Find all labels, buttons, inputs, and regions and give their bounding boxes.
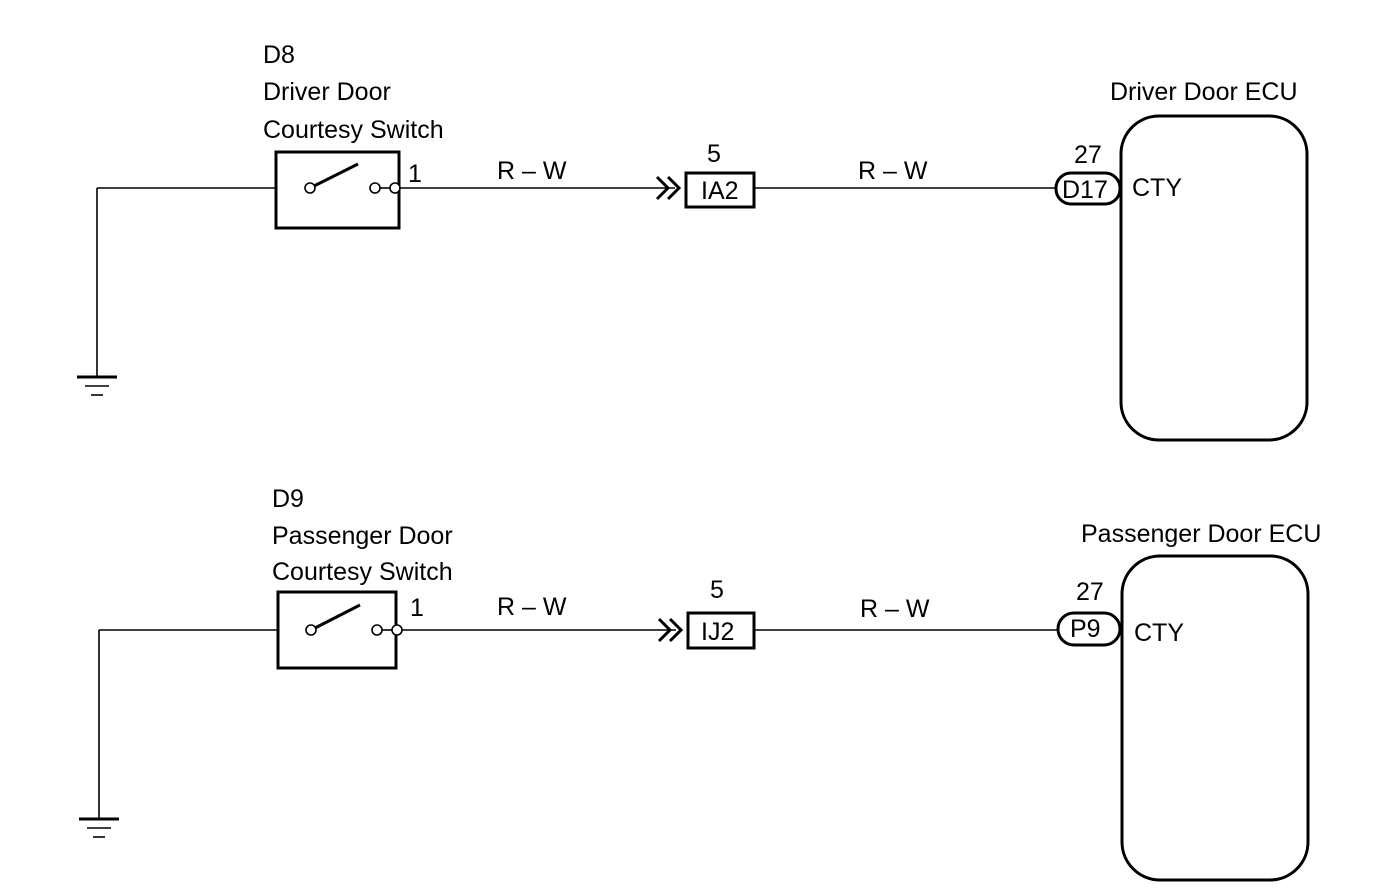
- circuit-passenger-door: D9 Passenger Door Courtesy Switch 1 R – …: [79, 485, 1321, 882]
- switch-code: D8: [263, 41, 295, 69]
- junction-pin-number: 5: [707, 140, 721, 168]
- ecu-name: Passenger Door ECU: [1081, 520, 1321, 548]
- wire-color-label: R – W: [860, 595, 930, 623]
- ecu-connector-label: D17: [1062, 176, 1108, 204]
- ecu-connector-symbol: [1054, 171, 1122, 206]
- courtesy-switch-symbol: [274, 150, 401, 230]
- ecu-name: Driver Door ECU: [1110, 78, 1298, 106]
- switch-name-line1: Passenger Door: [272, 522, 453, 550]
- ground-symbol: [79, 630, 119, 838]
- wire-color-label: R – W: [858, 157, 928, 185]
- wire-color-label: R – W: [497, 157, 567, 185]
- junction-pin-number: 5: [710, 576, 724, 604]
- ecu-terminal-label: CTY: [1134, 619, 1184, 647]
- ecu-box: [1119, 114, 1309, 442]
- wire-color-label: R – W: [497, 593, 567, 621]
- ecu-box: [1120, 554, 1310, 882]
- circuit-driver-door: D8 Driver Door Courtesy Switch 1 R – W: [77, 41, 1309, 442]
- junction-connector-symbol: [655, 171, 756, 209]
- junction-connector-symbol: [657, 611, 756, 650]
- ecu-terminal-label: CTY: [1132, 174, 1182, 202]
- switch-name-line1: Driver Door: [263, 78, 391, 106]
- ecu-pin-number: 27: [1074, 141, 1102, 169]
- switch-name-line2: Courtesy Switch: [272, 558, 453, 586]
- switch-pin-number: 1: [410, 594, 424, 622]
- ecu-pin-number: 27: [1076, 578, 1104, 606]
- courtesy-switch-symbol: [276, 590, 403, 670]
- ecu-connector-symbol: [1056, 611, 1122, 647]
- junction-label: IJ2: [701, 618, 734, 646]
- junction-label: IA2: [701, 177, 739, 205]
- ground-symbol: [77, 188, 117, 396]
- switch-code: D9: [272, 485, 304, 513]
- ecu-connector-label: P9: [1070, 615, 1101, 643]
- switch-name-line2: Courtesy Switch: [263, 116, 444, 144]
- switch-pin-number: 1: [408, 160, 422, 188]
